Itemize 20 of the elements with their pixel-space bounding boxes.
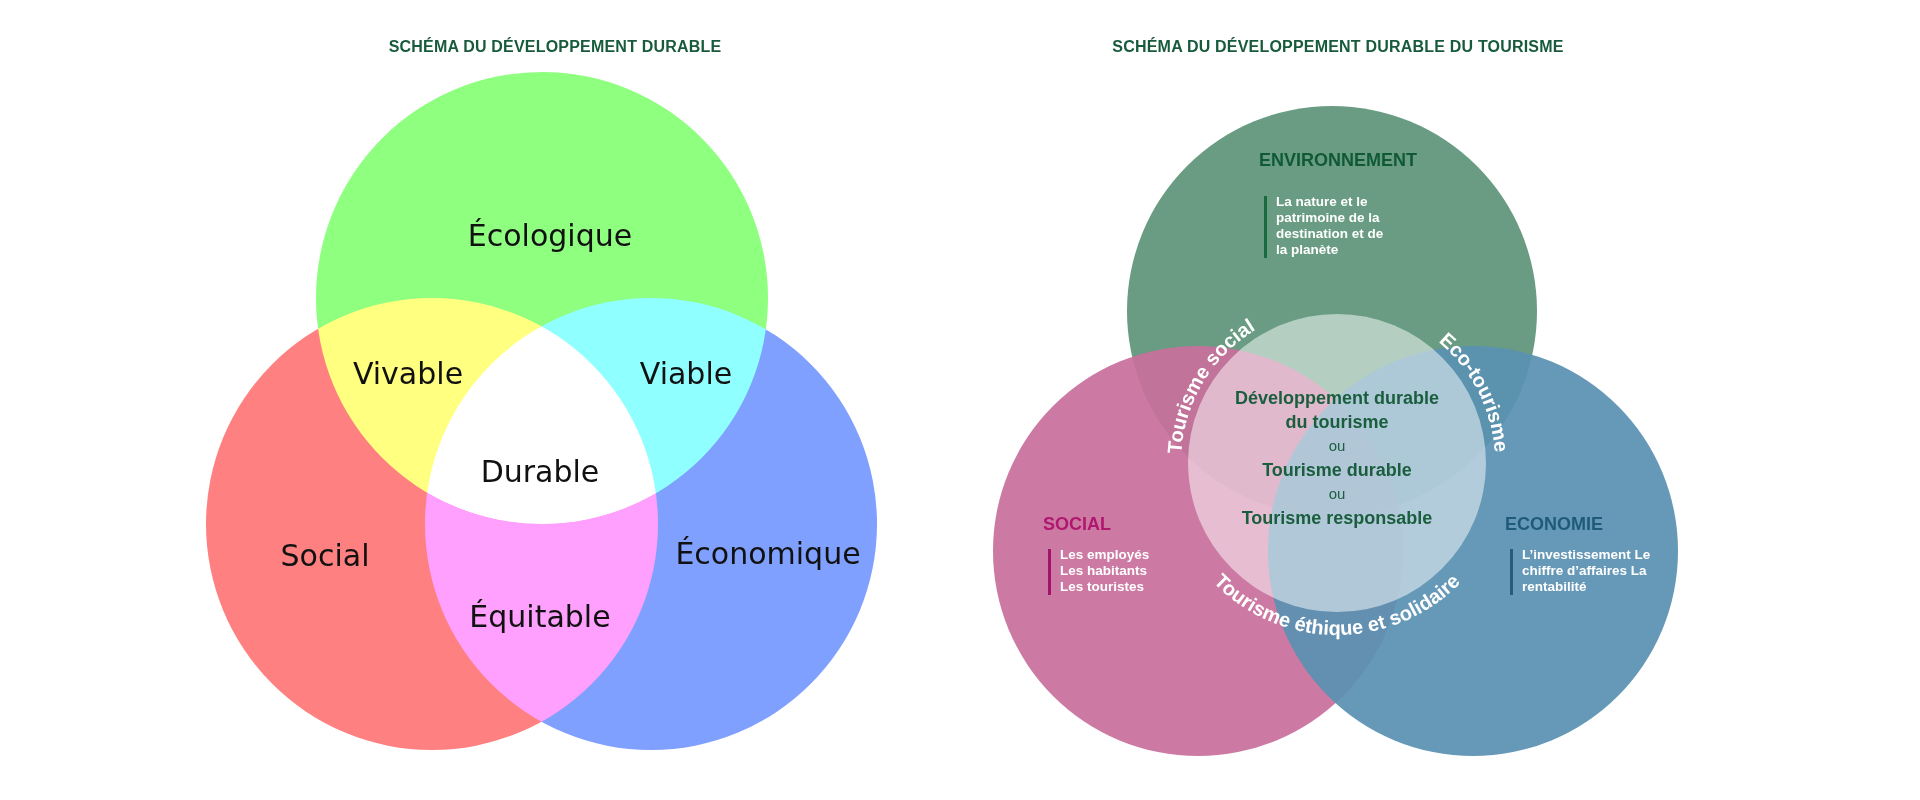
region-label: Viable — [639, 355, 733, 391]
region-label: Écologique — [467, 217, 633, 253]
circle-heading: ECONOMIE — [1505, 514, 1603, 535]
description-text: La nature et le patrimoine de la destination et de la planète — [1276, 194, 1384, 257]
region-label: Équitable — [469, 598, 611, 634]
connector-word: ou — [1328, 485, 1346, 502]
circle-heading: SOCIAL — [1043, 514, 1111, 535]
description-text: L’investissement Le chiffre d’affaires La rentabilité — [1522, 547, 1651, 594]
region-label: Durable — [480, 453, 600, 489]
heading-text: SCHÉMA DU DÉVELOPPEMENT DURABLE — [388, 38, 722, 56]
region-label: Social — [280, 537, 370, 573]
region-label: Économique — [675, 535, 861, 571]
heading-text: SCHÉMA DU DÉVELOPPEMENT DURABLE DU TOURISME — [1112, 38, 1564, 56]
circle-heading: ENVIRONNEMENT — [1259, 150, 1417, 171]
region-label: Vivable — [352, 355, 464, 391]
connector-word: ou — [1328, 437, 1346, 454]
description-text: Les employés Les habitants Les touristes — [1060, 547, 1150, 594]
center-label: Tourisme durable — [1262, 460, 1412, 480]
center-label: Tourisme responsable — [1241, 508, 1433, 528]
center-label: Développement durable du tourisme — [1234, 388, 1439, 432]
